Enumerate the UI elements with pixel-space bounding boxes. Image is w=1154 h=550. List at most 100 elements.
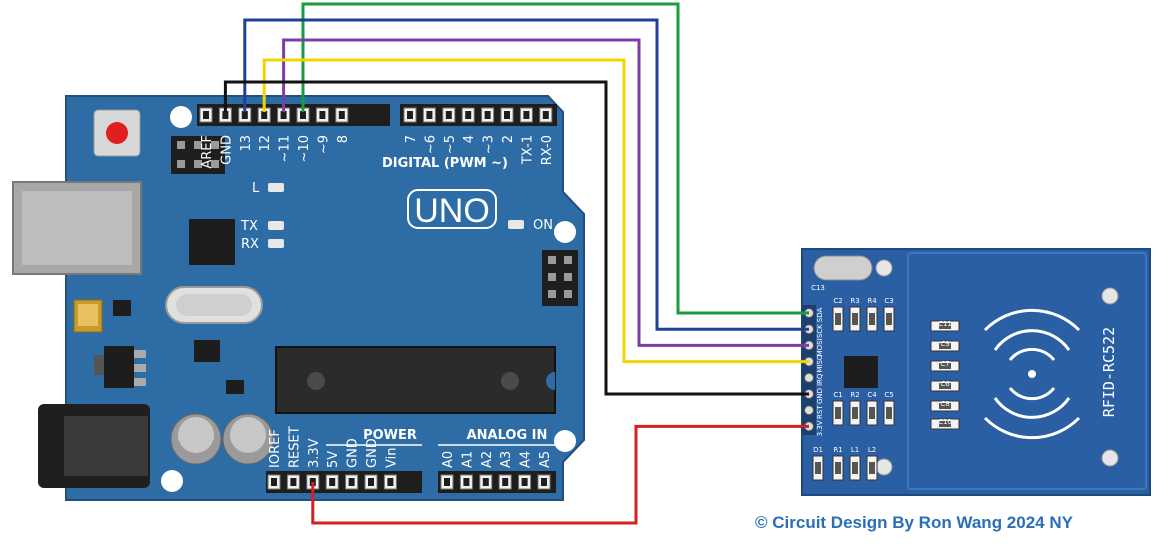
mfrc522-chip [844,356,878,388]
pin-label-digital-1: GND [219,135,234,165]
pin-label-analog-0: A0 [441,451,456,468]
mounting-hole [554,430,576,452]
smd-transistor [226,380,244,394]
pin-label-digital-1: ~6 [423,135,438,154]
rfid-component-label-8: C5 [884,391,893,399]
mounting-hole [1101,449,1119,467]
rfid-component-label-17: L1 [851,446,859,454]
led-rx-label: RX [241,237,259,252]
rfid-pin-label-1: SCK [816,324,824,338]
rfid-component-label-12: C6 [940,380,950,388]
antenna-area [907,252,1147,490]
rfid-component-label-14: C10 [938,418,952,426]
rfid-pin [804,405,814,416]
pin-label-power-1: RESET [287,426,302,468]
pin-label-digital-0: 7 [404,135,419,143]
led-tx [268,221,284,230]
led-l [268,183,284,192]
pin-label-power-3: 5V [326,451,341,468]
pin-label-digital-7: RX-0 [540,135,555,165]
pin-label-digital-6: ~9 [316,135,331,154]
uno-logo-frame [407,189,497,229]
pin-label-analog-1: A1 [460,451,475,468]
pin-label-power-4: GND [346,438,361,468]
voltage-regulator [104,346,134,388]
mounting-hole [1101,287,1119,305]
pin-label-digital-6: TX-1 [520,135,535,165]
pin-label-power-2: 3.3V [307,438,322,468]
rfid-component-label-4: C3 [884,297,893,305]
rfid-component-label-13: C8 [940,400,949,408]
rfid-pin-label-5: GND [816,388,824,404]
power-header [266,471,422,493]
rfid-component-label-16: R1 [833,446,842,454]
pin-label-analog-4: A4 [519,451,534,468]
rfid-component-label-6: R2 [850,391,859,399]
power-label: POWER [363,428,417,443]
rfid-component-label-1: C2 [833,297,842,305]
rfid-pin-label-2: MOSI [816,338,824,356]
rfid-wave-icon [983,308,1081,440]
rfid-pin-label-6: RST [816,405,824,419]
rfid-component-label-10: C9 [940,340,949,348]
digital-header-label: DIGITAL (PWM ~) [382,156,508,171]
wire-11-to-MOSI [282,38,809,347]
mounting-hole [161,470,183,492]
uno-logo: UNO [414,192,490,230]
rfid-pin [804,372,814,383]
rfid-component-label-15: D1 [813,446,823,454]
rfid-crystal [813,255,873,281]
pin-label-digital-4: ~11 [278,135,293,162]
arduino-uno-board: UNO L TX RX ON DIGITAL (PWM ~) POWER ANA… [12,95,585,501]
mounting-hole [875,259,893,277]
rfid-model-label: RFID-RC522 [1100,327,1118,417]
led-on [508,220,524,229]
mounting-hole [170,106,192,128]
smd-transistor [113,300,131,316]
rfid-component-label-5: C1 [833,391,842,399]
reset-button-cap [106,122,128,144]
led-l-label: L [252,181,260,196]
rfid-component-label-18: L2 [868,446,876,454]
rfid-component-label-9: C11 [938,320,952,328]
pin-label-digital-5: 2 [501,135,516,143]
pin-label-digital-3: 12 [258,135,273,152]
rfid-component-label-7: C4 [867,391,877,399]
digital-header-right [400,104,557,126]
pin-label-digital-4: ~3 [482,135,497,154]
rfid-pin-label-7: 3.3V [816,420,824,436]
pin-label-analog-5: A5 [538,451,553,468]
smd-chip [194,340,220,362]
led-rx [268,239,284,248]
rfid-component-label-3: R4 [867,297,877,305]
pin-label-digital-3: 4 [462,135,477,143]
rfid-pin-label-3: MISO [816,354,824,373]
rfid-component-label-0: C13 [811,284,825,292]
pin-label-digital-7: 8 [336,135,351,143]
wire-12-to-MISO [262,58,809,364]
led-on-label: ON [533,218,553,233]
rfid-pin-label-0: SDA [816,308,824,323]
rfid-component-label-2: R3 [850,297,859,305]
mounting-hole [875,458,893,476]
pin-label-analog-3: A3 [499,451,514,468]
led-tx-label: TX [240,219,258,234]
wires [223,2,809,525]
pin-label-digital-2: 13 [239,135,254,152]
rfid-pin-label-4: IRQ [816,373,824,386]
analog-in-label: ANALOG IN [467,428,548,443]
wire-33V-to-33V [311,424,809,525]
pin-label-digital-0: AREF [200,135,215,169]
wire-13-to-SCK [243,18,809,331]
wire-GND-to-GND [223,80,809,396]
rfid-pin-strip [802,305,816,435]
credit-text: © Circuit Design By Ron Wang 2024 NY [755,513,1073,532]
pin-label-power-0: IOREF [268,429,283,468]
pin-label-digital-2: ~5 [443,135,458,154]
pin-label-power-6: Vin [384,448,399,468]
rfid-component-label-11: C7 [940,360,949,368]
icsp-header-2 [542,250,578,306]
pin-label-analog-2: A2 [480,451,495,468]
mounting-hole [554,221,576,243]
